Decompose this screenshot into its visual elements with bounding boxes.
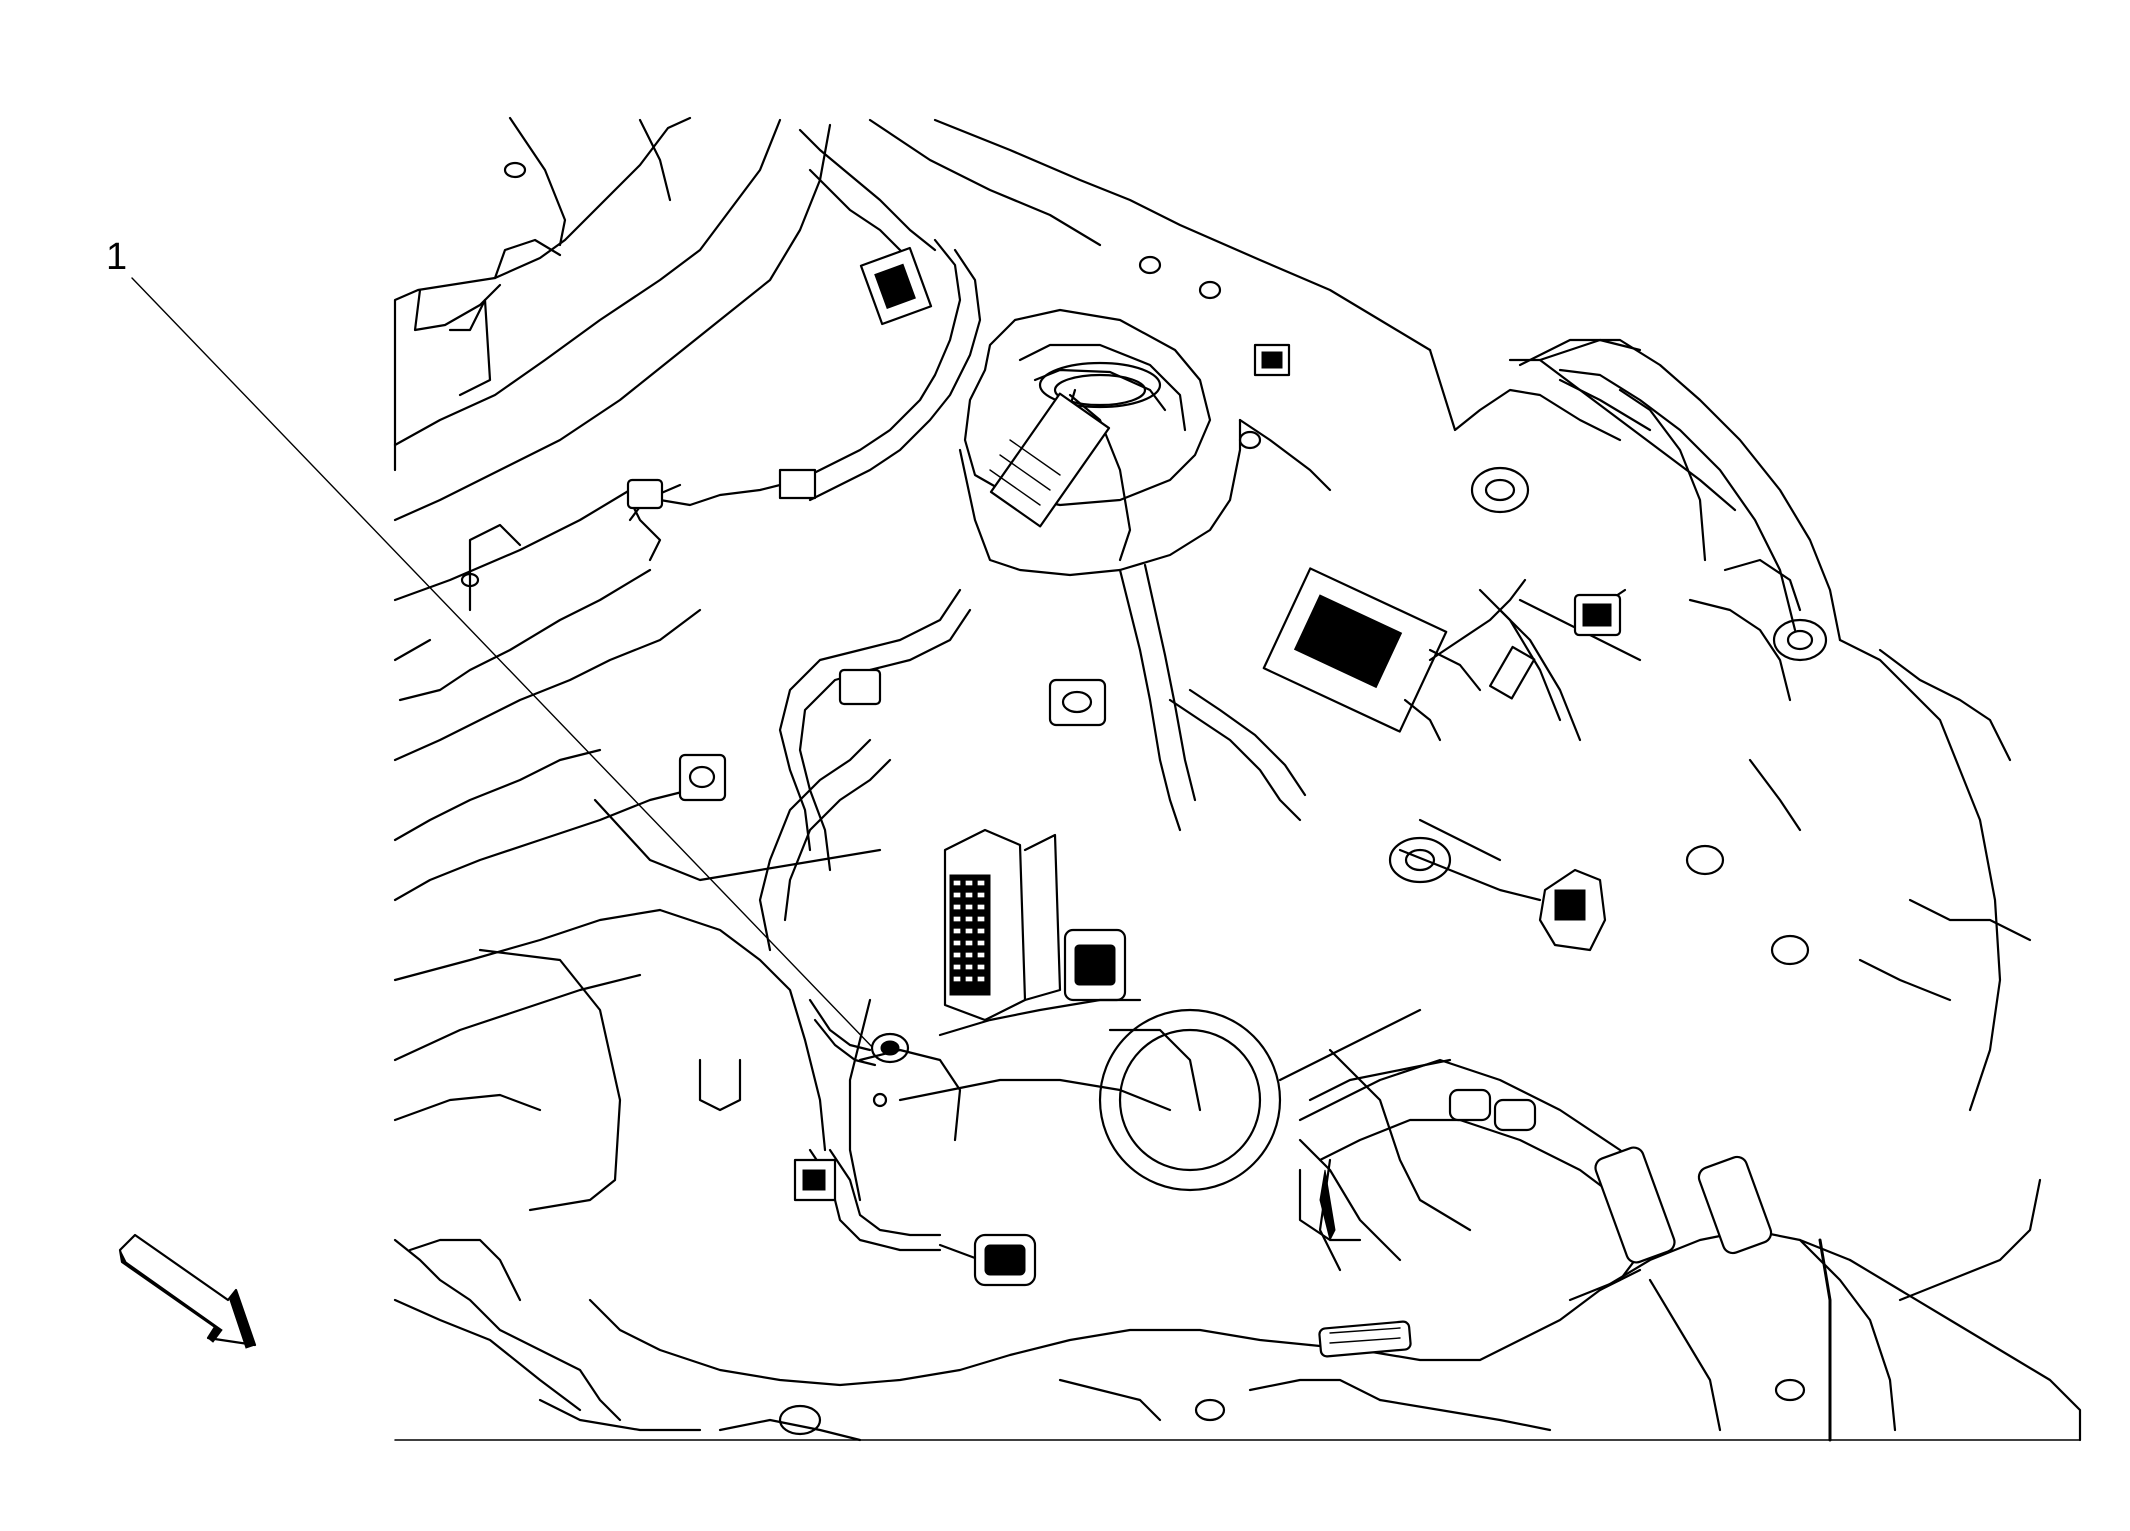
center-harness <box>678 563 1307 952</box>
left-fender-structure <box>393 116 832 902</box>
right-fender-structure <box>1428 338 2032 1112</box>
secondary-connector <box>1063 928 1127 1002</box>
upper-harness <box>626 128 982 562</box>
callout-label-1: 1 <box>106 236 128 278</box>
lower-harness <box>793 1148 1037 1287</box>
lower-frame <box>393 798 1472 1262</box>
view-direction-arrow-icon <box>118 1233 257 1349</box>
pcm-connector <box>1262 567 1482 742</box>
ground-terminal <box>808 998 910 1108</box>
right-harness <box>1388 578 1642 952</box>
ecm-module <box>943 828 1062 1022</box>
strut-tower <box>868 118 1432 577</box>
callout-leader-line-1 <box>131 277 876 1051</box>
right-bracket <box>1298 1058 1652 1302</box>
bottom-frame-rail <box>393 1146 2082 1442</box>
